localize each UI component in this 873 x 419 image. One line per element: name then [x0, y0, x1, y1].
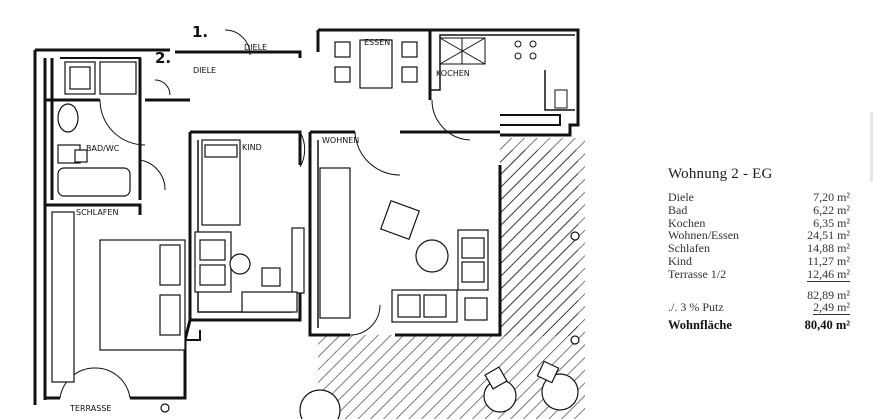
step-1-label: 1. — [192, 23, 208, 41]
area-row-name: Wohnen/Essen — [668, 228, 740, 243]
area-row-value: 6,22 m² — [813, 202, 850, 217]
area-row: Kind 11,27 m² — [668, 255, 850, 268]
area-row-name: Bad — [668, 202, 688, 217]
area-row-name: Kind — [668, 253, 692, 268]
dining-set — [334, 39, 418, 89]
floor-plan: 1. 2. DIELE DIELE ESSEN KOCHEN BAD/WC KI… — [33, 23, 585, 419]
area-deduction-name: ./. 3 % Putz — [668, 300, 724, 315]
area-row-name: Kochen — [668, 215, 706, 230]
label-diele-top: DIELE — [244, 43, 267, 52]
area-row-name: Diele — [668, 190, 694, 204]
area-row: Kochen 6,35 m² — [668, 215, 850, 230]
kind-furniture — [194, 139, 305, 313]
label-kind: KIND — [242, 143, 262, 152]
living-furniture — [319, 167, 489, 323]
walls — [33, 28, 580, 405]
area-total-name: Wohnfläche — [668, 318, 732, 333]
area-total-value: 80,40 m² — [804, 318, 850, 333]
area-row: Terrasse 1/2 12,46 m² — [668, 266, 850, 282]
area-row: Schlafen 14,88 m² — [668, 242, 850, 255]
area-row-value: 6,35 m² — [813, 215, 850, 230]
label-wohnen: WOHNEN — [322, 136, 359, 145]
area-subtotal-value: 82,89 m² — [807, 287, 850, 302]
step-2-label: 2. — [155, 49, 171, 67]
label-essen: ESSEN — [364, 38, 390, 47]
label-schlafen: SCHLAFEN — [76, 208, 118, 217]
area-row: Wohnen/Essen 24,51 m² — [668, 229, 850, 242]
area-row-value: 14,88 m² — [807, 241, 850, 256]
area-deduction-row: ./. 3 % Putz 2,49 m² — [668, 300, 850, 316]
area-row-value: 7,20 m² — [813, 190, 850, 204]
bed — [51, 211, 186, 383]
area-row-value: 24,51 m² — [807, 228, 850, 243]
terrace-furniture — [160, 231, 580, 419]
area-total-row: Wohnfläche 80,40 m² — [668, 319, 850, 332]
scan-edge-mark — [870, 112, 873, 182]
label-kochen: KOCHEN — [436, 69, 470, 78]
kitchen-fixtures — [439, 37, 568, 109]
area-table: Wohnung 2 - EG Diele 7,20 m² Bad 6,22 m²… — [668, 166, 850, 332]
area-row: Diele 7,20 m² — [668, 191, 850, 204]
area-row-value: 12,46 m² — [807, 266, 850, 282]
area-table-title: Wohnung 2 - EG — [668, 166, 773, 182]
label-terrasse: TERRASSE — [69, 404, 111, 413]
area-subtotal-row: 82,89 m² — [668, 287, 850, 302]
label-bad-wc: BAD/WC — [86, 144, 120, 153]
bathroom-fixtures — [57, 61, 137, 197]
area-row-name: Terrasse 1/2 — [668, 266, 727, 281]
area-row-value: 11,27 m² — [807, 253, 851, 268]
label-diele: DIELE — [193, 66, 216, 75]
area-deduction-value: 2,49 m² — [813, 300, 850, 316]
area-row-name: Schlafen — [668, 241, 710, 256]
area-row: Bad 6,22 m² — [668, 202, 850, 217]
